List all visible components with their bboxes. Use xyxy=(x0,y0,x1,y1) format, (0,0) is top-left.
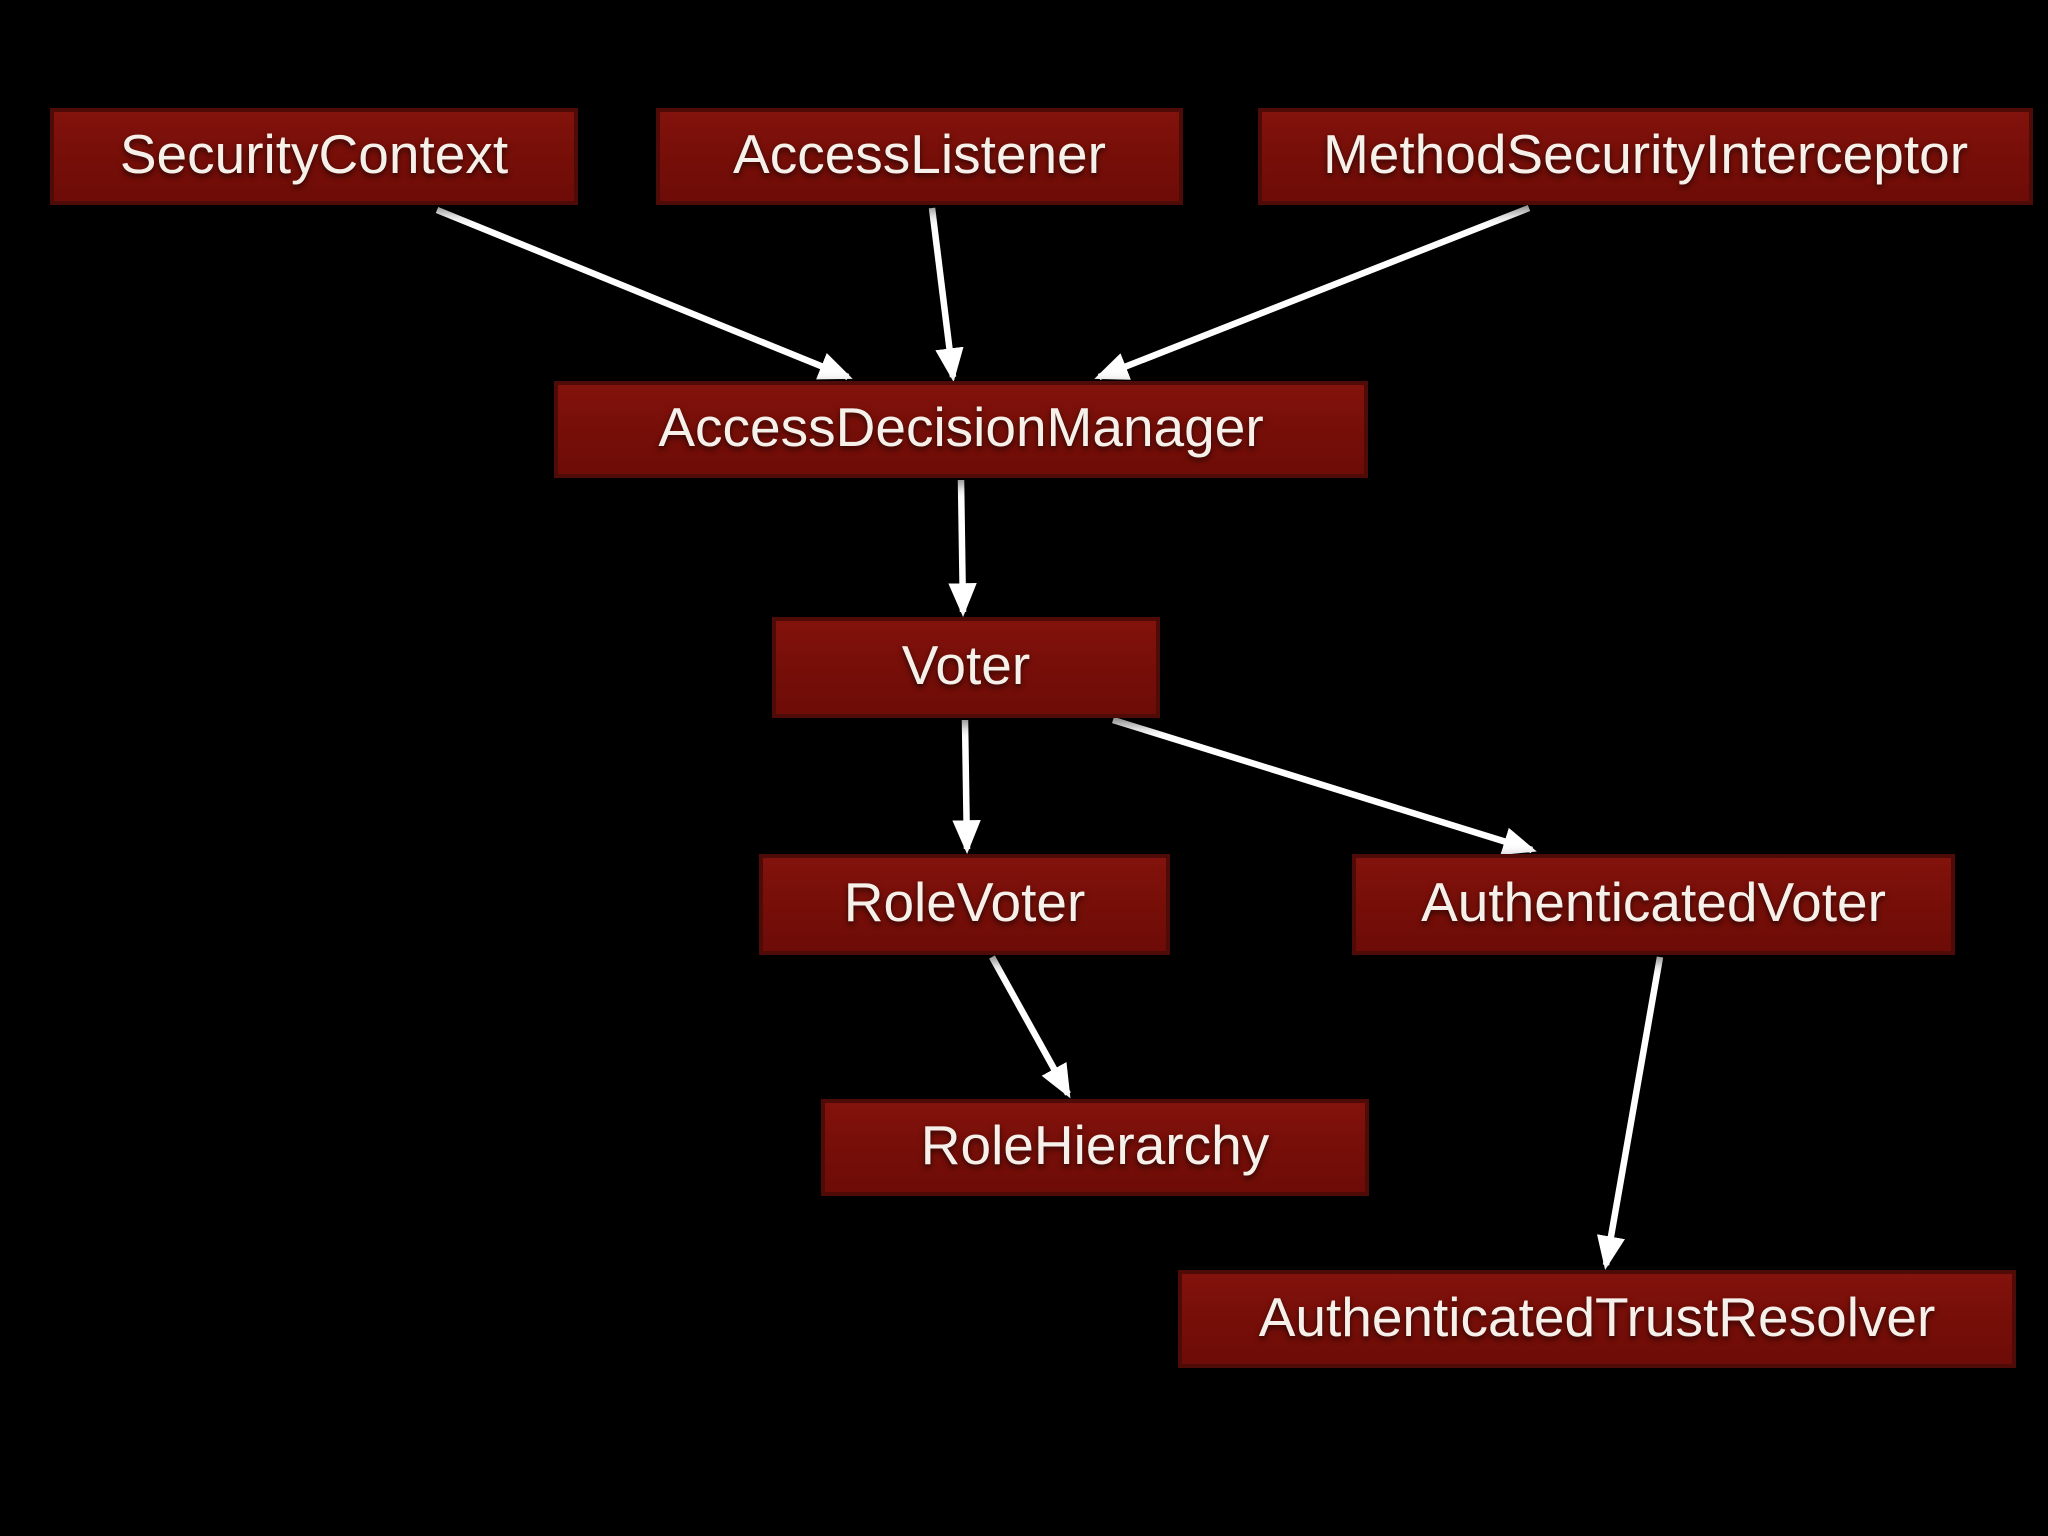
node-label: Voter xyxy=(901,634,1031,696)
node-label: AuthenticatedVoter xyxy=(1421,871,1886,933)
node-label: AuthenticatedTrustResolver xyxy=(1258,1285,1936,1348)
node-role-voter: RoleVoter xyxy=(759,854,1170,955)
node-method-security-interceptor: MethodSecurityInterceptor xyxy=(1258,108,2033,205)
node-authenticated-trust-resolver: AuthenticatedTrustResolver xyxy=(1178,1270,2016,1368)
node-label: AccessListener xyxy=(733,123,1106,185)
node-access-decision-manager: AccessDecisionManager xyxy=(554,381,1368,478)
node-role-hierarchy: RoleHierarchy xyxy=(821,1099,1369,1196)
node-label: MethodSecurityInterceptor xyxy=(1322,123,1969,185)
node-security-context: SecurityContext xyxy=(50,108,578,205)
node-label: AccessDecisionManager xyxy=(658,396,1264,458)
node-label: RoleVoter xyxy=(843,871,1086,933)
node-label: SecurityContext xyxy=(119,123,509,185)
node-access-listener: AccessListener xyxy=(656,108,1183,205)
node-authenticated-voter: AuthenticatedVoter xyxy=(1352,854,1955,955)
node-label: RoleHierarchy xyxy=(920,1114,1270,1176)
node-voter: Voter xyxy=(772,617,1160,718)
